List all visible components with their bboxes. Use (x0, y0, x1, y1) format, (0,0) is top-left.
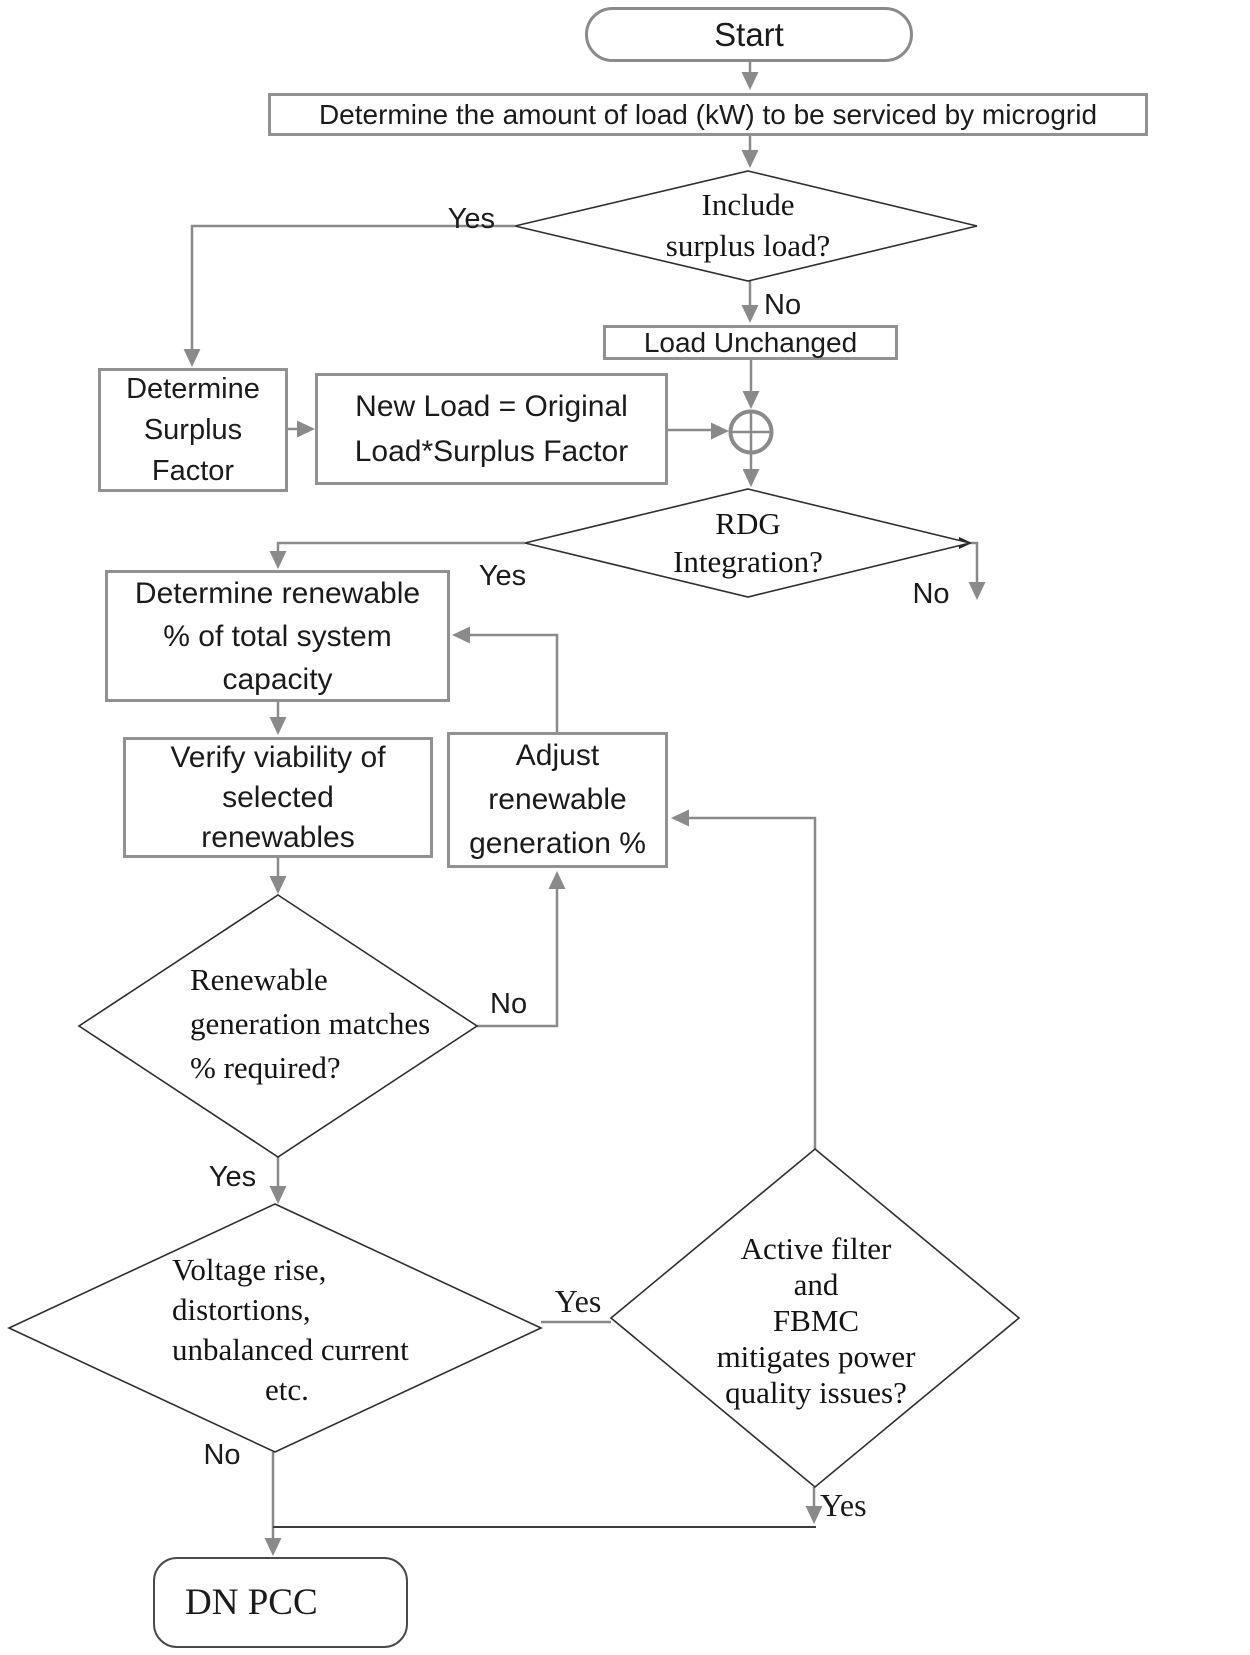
arrowhead-into-adjust-right (671, 809, 689, 827)
edge-rdg-no (968, 541, 979, 584)
rdg-integration-text: RDG Integration? (598, 505, 898, 581)
edge-active-top-to-adjust (689, 816, 817, 1149)
rdg-line2: Integration? (673, 544, 823, 579)
adjust-renewable-line2: renewable (488, 783, 627, 816)
determine-renewable-line3: capacity (222, 662, 333, 696)
match-line1: Renewable (190, 962, 328, 997)
voltage-line4: etc. (265, 1372, 309, 1407)
junction-circle-plus-icon (728, 409, 774, 455)
active-line2: and (793, 1267, 839, 1302)
active-line1: Active filter (740, 1231, 892, 1266)
arrowhead-into-dnpcc (264, 1538, 282, 1556)
arrowhead-into-new-load (297, 420, 315, 438)
arrowhead-into-determine-surplus (183, 349, 201, 367)
determine-renewable-line2: % of total system (163, 619, 392, 653)
active-line3: FBMC (772, 1303, 860, 1338)
determine-renewable-node: Determine renewable % of total system ca… (105, 570, 450, 702)
label-rdg-yes: Yes (478, 560, 527, 592)
determine-surplus-line3: Factor (151, 454, 235, 487)
junction-plus (731, 412, 771, 452)
include-surplus-line1: Include (701, 187, 795, 222)
diamond-voltage-rise (7, 1203, 543, 1453)
start-node: Start (585, 7, 913, 62)
match-line3: % required? (190, 1050, 341, 1085)
adjust-renewable-node: Adjust renewable generation % (447, 732, 668, 868)
label-voltage-no: No (203, 1439, 241, 1471)
voltage-line2: distortions, (172, 1292, 311, 1327)
adjust-renewable-line1: Adjust (515, 739, 600, 772)
rdg-line1: RDG (715, 506, 781, 541)
match-line2: generation matches (190, 1006, 431, 1041)
arrowhead-into-determine-renewable-top (269, 551, 287, 569)
new-load-node: New Load = Original Load*Surplus Factor (315, 373, 668, 485)
determine-load-label: Determine the amount of load (kW) to be … (318, 98, 1098, 130)
voltage-line1: Voltage rise, (172, 1252, 327, 1287)
arrowhead-into-verify (269, 717, 287, 735)
edge-rdg-yes-to-determine-renewable (276, 541, 525, 553)
arrowhead-rdg-no-down (968, 582, 986, 600)
active-filter-text: Active filter and FBMC mitigates power q… (655, 1231, 977, 1411)
determine-surplus-node: Determine Surplus Factor (98, 368, 288, 492)
arrowhead-into-determine-renewable-right (452, 626, 470, 644)
label-match-yes: Yes (208, 1161, 257, 1193)
label-match-no: No (490, 988, 528, 1020)
arrowhead-into-include (741, 150, 759, 168)
new-load-line1: New Load = Original (355, 390, 628, 423)
arrowhead-into-determine-load (741, 72, 759, 90)
arrowhead-into-voltage (269, 1186, 287, 1204)
arrowhead-into-adjust-bottom (548, 871, 566, 889)
edge-adjust-to-determine-renewable (470, 633, 559, 732)
active-line4: mitigates power (716, 1339, 916, 1374)
label-voltage-yes: Yes (554, 1283, 602, 1319)
arrowhead-into-rdg (742, 469, 760, 487)
diamond-rdg-integration (524, 488, 971, 598)
determine-load-node: Determine the amount of load (kW) to be … (268, 93, 1148, 136)
arrowhead-into-match (269, 876, 287, 894)
voltage-rise-text: Voltage rise, distortions, unbalanced cu… (172, 1250, 502, 1410)
determine-surplus-line2: Surplus (143, 413, 243, 446)
adjust-renewable-line3: generation % (469, 827, 646, 860)
diamond-renewable-matches (77, 894, 479, 1158)
diamond-active-filter (609, 1147, 1021, 1489)
verify-viability-line3: renewables (201, 820, 355, 854)
verify-viability-node: Verify viability of selected renewables (123, 737, 433, 858)
label-include-yes: Yes (447, 203, 495, 235)
arrowhead-into-junction-top (742, 391, 760, 409)
start-label: Start (714, 15, 784, 53)
dn-pcc-label: DN PCC (185, 1582, 318, 1623)
diamond-include-surplus (514, 170, 978, 282)
new-load-line2: Load*Surplus Factor (354, 435, 629, 468)
active-line5: quality issues? (725, 1375, 907, 1410)
voltage-line3: unbalanced current (172, 1332, 409, 1367)
dn-pcc-node: DN PCC (153, 1557, 408, 1648)
label-include-no: No (764, 289, 802, 321)
determine-surplus-line1: Determine (126, 372, 260, 405)
include-surplus-line2: surplus load? (665, 228, 831, 263)
edge-include-yes-to-determine-surplus (190, 224, 515, 351)
determine-renewable-line1: Determine renewable (134, 576, 421, 610)
arrowhead-into-load-unchanged (741, 305, 759, 323)
arrowhead-active-yes (805, 1506, 823, 1524)
label-active-yes: Yes (820, 1487, 867, 1523)
load-unchanged-label: Load Unchanged (643, 326, 858, 358)
verify-viability-line2: selected (222, 780, 334, 814)
edge-match-no-to-adjust (477, 889, 559, 1028)
label-rdg-no: No (912, 578, 950, 610)
include-surplus-text: Include surplus load? (598, 184, 898, 266)
load-unchanged-node: Load Unchanged (603, 325, 898, 360)
verify-viability-line1: Verify viability of (170, 740, 386, 774)
arrowhead-into-junction-left (711, 422, 729, 440)
renewable-matches-text: Renewable generation matches % required? (190, 958, 490, 1090)
